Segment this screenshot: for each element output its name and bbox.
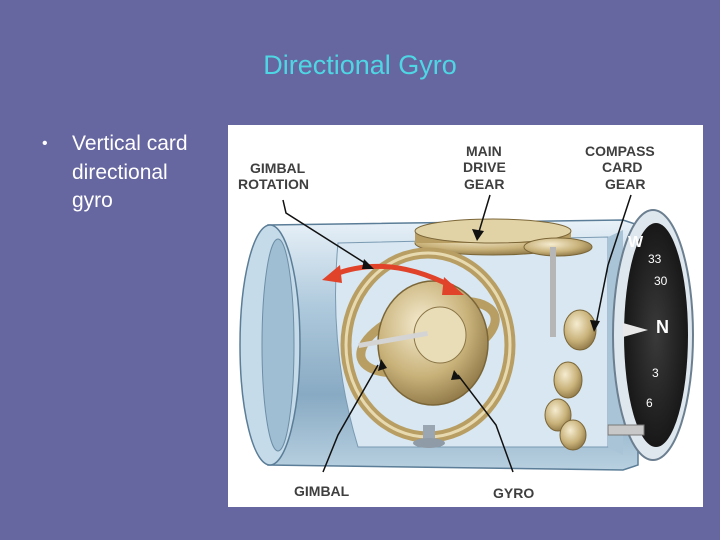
- gyro-illustration: W 33 30 N 3 6 GIMBAL ROTATION: [238, 143, 694, 501]
- card-label-3: 3: [652, 366, 659, 380]
- rotation-arrow: [322, 263, 464, 295]
- label-main-drive-gear: MAIN DRIVE GEAR: [463, 143, 510, 192]
- card-label-6: 6: [646, 396, 653, 410]
- compass-card-gear: [523, 237, 597, 451]
- bullet-text: Vertical card directional gyro: [72, 132, 188, 212]
- bullet-list: • Vertical card directional gyro: [40, 130, 210, 216]
- label-gyro: GYRO: [493, 485, 534, 501]
- slide-title: Directional Gyro: [263, 50, 457, 80]
- leader-arrowheads: [362, 229, 600, 380]
- card-label-w: W: [628, 234, 644, 251]
- leader-lines: [282, 194, 632, 473]
- compass-card: W 33 30 N 3 6: [607, 209, 694, 461]
- label-gimbal-rotation: GIMBAL ROTATION: [238, 160, 309, 192]
- label-gimbal: GIMBAL: [294, 483, 350, 499]
- card-label-n: N: [656, 317, 669, 337]
- bullet-item: • Vertical card directional gyro: [40, 130, 210, 216]
- gyro-diagram: W 33 30 N 3 6 GIMBAL ROTATION: [228, 125, 703, 507]
- card-label-30: 30: [654, 274, 668, 288]
- bullet-dot-icon: •: [42, 135, 48, 152]
- label-compass-card-gear: COMPASS CARD GEAR: [585, 143, 659, 192]
- gimbal-assembly: [340, 247, 516, 448]
- card-label-33: 33: [648, 252, 662, 266]
